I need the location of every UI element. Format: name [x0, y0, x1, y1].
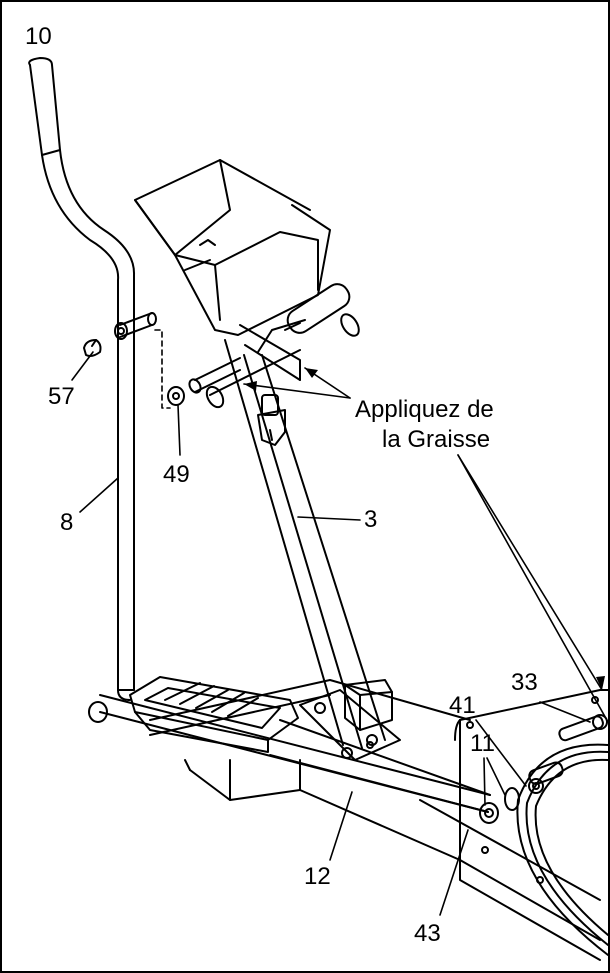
callout-12: 12	[304, 863, 331, 890]
upright-knob	[257, 394, 286, 446]
callout-57: 57	[48, 383, 75, 410]
upright-3	[224, 339, 386, 749]
callout-33: 33	[511, 669, 538, 696]
arrowheads	[244, 368, 605, 690]
callout-8: 8	[60, 509, 73, 536]
callout-10: 10	[25, 23, 52, 50]
callout-41: 41	[449, 692, 476, 719]
leader-lines	[71, 351, 591, 916]
callout-43: 43	[414, 920, 441, 947]
callout-11: 11	[470, 730, 495, 757]
alignment-dashed-line	[154, 329, 171, 409]
console-handle	[188, 283, 360, 409]
upright-mount-bracket	[299, 689, 401, 761]
grease-annotation-line1: Appliquez de	[355, 396, 494, 423]
callout-3: 3	[364, 506, 377, 533]
grease-annotation-line2: la Graisse	[382, 426, 490, 453]
base-block	[344, 679, 393, 731]
drive-housing	[454, 689, 609, 961]
console	[134, 159, 331, 336]
base-frame	[149, 679, 601, 941]
crank-axles	[528, 714, 608, 794]
pivot-axle	[83, 312, 185, 406]
pedal-arm-12	[88, 694, 520, 824]
callout-49: 49	[163, 461, 190, 488]
handlebar-8	[28, 57, 136, 701]
pedal	[129, 676, 299, 771]
